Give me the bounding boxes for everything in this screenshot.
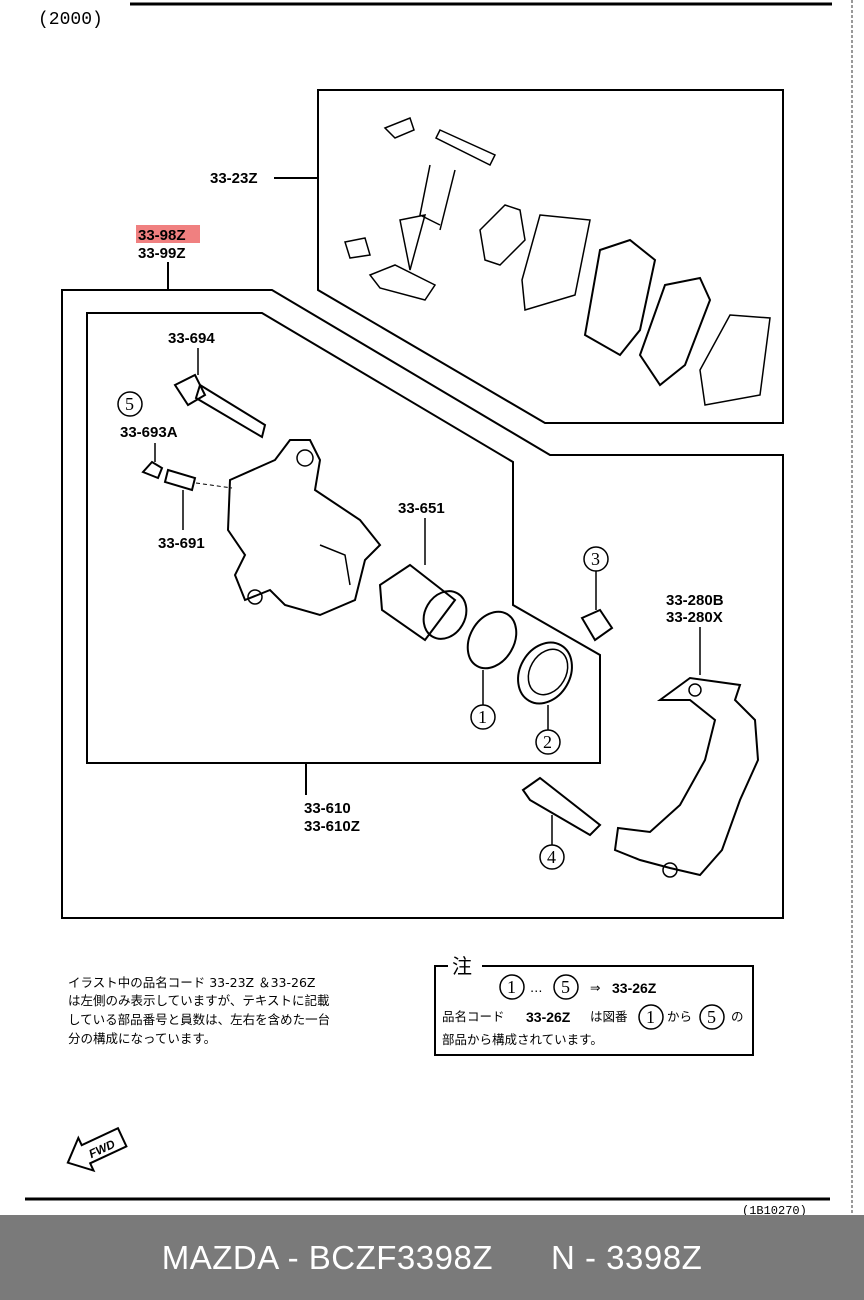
label-bleeder-cap: 33-693A: [120, 424, 178, 441]
note-line-3: している部品番号と員数は、左右を含めた一台: [68, 1012, 330, 1027]
note-circle-from-number: 1: [507, 977, 516, 997]
footer-gap: [493, 1239, 551, 1277]
label-caliper-code-a: 33-98Z: [138, 227, 186, 244]
retainer: [368, 264, 437, 301]
note-circle-to-2: [699, 1004, 725, 1030]
shim-inner: [699, 314, 771, 406]
note-dots: …: [530, 980, 543, 995]
note-circle-to: [553, 974, 579, 1000]
shim-outer: [521, 214, 591, 311]
shim-strip: [434, 129, 497, 167]
label-caliper-body-b: 33-610Z: [304, 818, 360, 835]
pin-boot: [580, 608, 614, 642]
label-piston: 33-651: [398, 500, 445, 517]
clip-2: [344, 237, 371, 259]
bleeder-screw: [163, 468, 197, 492]
caliper-body-frame: [86, 312, 601, 764]
fwd-arrow: FWD: [66, 1126, 128, 1173]
dust-boot-inner: [527, 648, 569, 696]
note-line-3-box: 部品から構成されています。: [442, 1032, 603, 1047]
caliper-assembly-frame: [61, 289, 784, 919]
bleeder-cap: [141, 460, 164, 480]
anti-squeal-plate: [479, 204, 526, 266]
dust-boot: [517, 641, 573, 705]
callout-1-number: 1: [478, 707, 487, 727]
piston-seal: [466, 610, 518, 670]
brand-code: MAZDA - BCZF3398Z: [161, 1238, 493, 1276]
label-caliper-body-a: 33-610: [304, 800, 351, 817]
note-circle-from-2-number: 1: [646, 1007, 655, 1027]
note-line-2: は左側のみ表示していますが、テキストに記載: [68, 993, 330, 1008]
caliper-body: [226, 439, 382, 617]
label-bleeder-screw: 33-691: [158, 535, 205, 552]
label-bracket-b: 33-280X: [666, 609, 723, 626]
pad-kit-box: [317, 89, 784, 424]
callout-2: [535, 729, 561, 755]
year-code: (2000): [38, 10, 103, 30]
callout-3-number: 3: [591, 549, 600, 569]
note-code-1: 33-26Z: [612, 980, 657, 996]
note-line-1: イラスト中の品名コード 33-23Z ＆33-26Z: [68, 975, 315, 990]
note-line-4: 分の構成になっています。: [68, 1031, 216, 1046]
note-line2-kara: から: [667, 1009, 692, 1024]
guide-pin: [173, 373, 267, 439]
caliper-bracket: [613, 676, 760, 878]
note-circle-from: [499, 974, 525, 1000]
callout-2-number: 2: [543, 732, 552, 752]
bleeder-dash: [195, 482, 233, 489]
brake-pad-inner: [583, 238, 657, 357]
wire-spring-2: [399, 214, 427, 271]
n-code: N - 3398Z: [551, 1238, 703, 1276]
pad-kit-parts: [344, 117, 771, 406]
watermark-bar: MAZDA - BCZF3398Z N - 3398Z: [0, 1215, 864, 1300]
note-line2-no: の: [731, 1009, 744, 1024]
label-pad-kit: 33-23Z: [210, 170, 258, 187]
note-circle-to-number: 5: [561, 977, 570, 997]
callout-1: [470, 704, 496, 730]
label-guide-pin: 33-694: [168, 330, 215, 347]
note-line2-mid: は図番: [590, 1009, 628, 1024]
note-circle-from-2: [638, 1004, 664, 1030]
piston: [378, 563, 468, 642]
clip-1: [383, 117, 415, 139]
callout-4: [539, 844, 565, 870]
note-circle-to-2-number: 5: [707, 1007, 716, 1027]
note-box: [434, 965, 754, 1056]
wire-spring: [419, 164, 456, 231]
brake-pad-outer: [638, 276, 712, 387]
label-bracket-a: 33-280B: [666, 592, 724, 609]
note-box-title-bg: [448, 956, 482, 976]
callout-5: [117, 391, 143, 417]
parts-diagram: (2000) 33-23Z 33-98Z 33-99Z 33-694 5 33-…: [25, 0, 853, 1215]
page-ref: (1B10270): [742, 1204, 807, 1215]
note-line2-pre: 品名コード: [442, 1009, 505, 1024]
fwd-arrow-shape: [66, 1126, 128, 1173]
note-code-2: 33-26Z: [526, 1009, 571, 1025]
note-arrow: ⇒: [590, 980, 600, 995]
slide-pin: [521, 776, 602, 837]
highlight-box: [136, 225, 200, 243]
callout-4-number: 4: [547, 847, 556, 867]
callout-5-number: 5: [125, 394, 134, 414]
note-box-title: 注: [452, 954, 472, 978]
label-caliper-code-b: 33-99Z: [138, 245, 186, 262]
